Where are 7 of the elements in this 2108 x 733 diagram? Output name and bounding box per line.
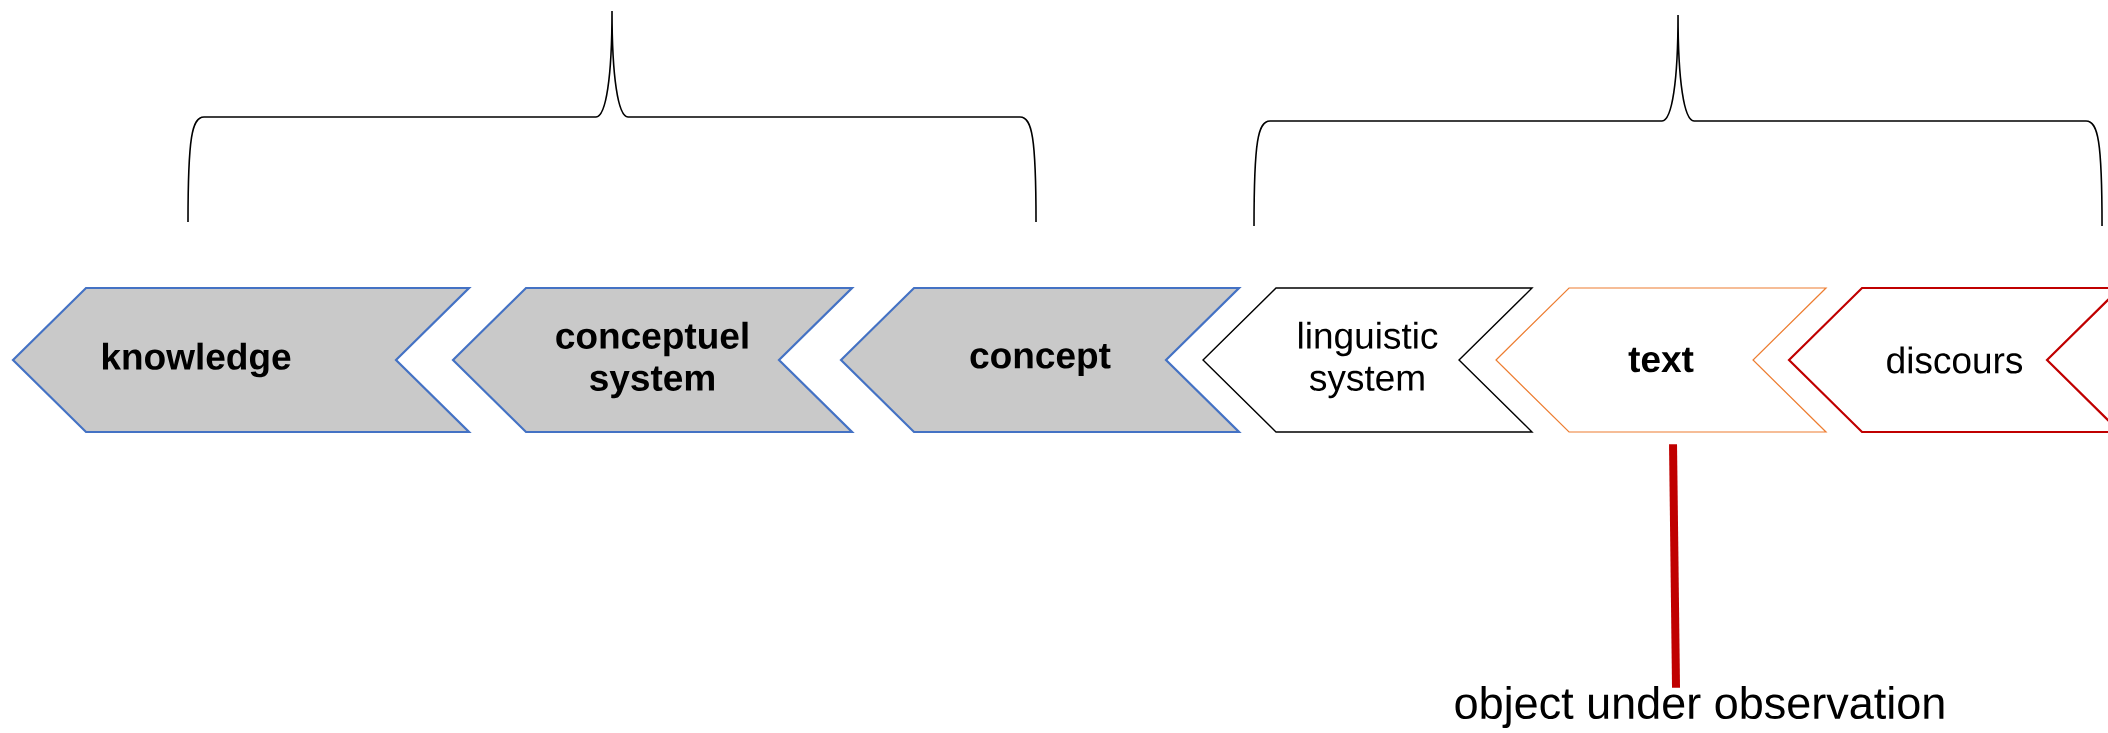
step-box: conceptuel system bbox=[451, 286, 855, 434]
step-box: text bbox=[1495, 287, 1828, 433]
step-box: concept bbox=[839, 286, 1242, 434]
callout-text: object under observation bbox=[1455, 686, 1944, 728]
step-box: knowledge bbox=[11, 286, 472, 434]
step-box: discours bbox=[1787, 286, 2108, 434]
step-box: linguistic system bbox=[1202, 287, 1534, 433]
